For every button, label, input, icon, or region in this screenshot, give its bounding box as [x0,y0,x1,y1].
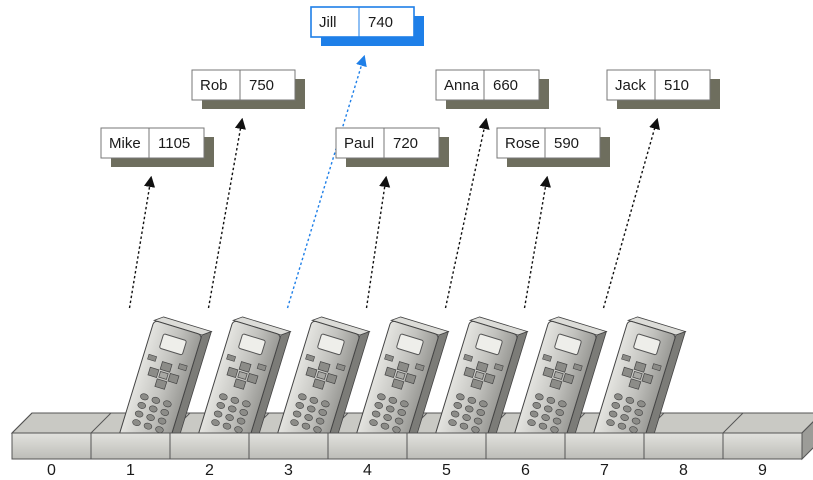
record-box [606,69,711,101]
record-value: 590 [554,135,579,152]
slot-label-5: 5 [442,462,451,479]
screen-icon [396,333,424,356]
record-value: 740 [368,14,393,31]
record-value: 750 [249,77,274,94]
record-box [100,127,205,159]
record-box [335,127,440,159]
record-mike: Mike 1105 [100,127,214,167]
slot-label-1: 1 [126,462,135,479]
slot-label-2: 2 [205,462,214,479]
arrow-jack [602,117,660,309]
record-box [191,69,296,101]
tray-divider [11,412,33,434]
slot-label-7: 7 [600,462,609,479]
record-name: Rob [200,77,228,94]
slot-label-0: 0 [47,462,56,479]
record-jill: Jill 740 [310,6,424,46]
arrows [128,54,660,309]
record-value: 510 [664,77,689,94]
arrow-paul [365,175,391,309]
handheld-device [355,316,450,453]
arrow-rob [207,117,246,309]
record-name: Jack [615,77,646,94]
devices [118,316,687,453]
record-value: 660 [493,77,518,94]
record-name: Paul [344,135,374,152]
tray-divider [722,412,744,434]
record-name: Mike [109,135,141,152]
tray-front [11,421,813,461]
record-value: 1105 [158,135,190,152]
screen-icon [317,333,345,356]
slot-label-6: 6 [521,462,530,479]
handheld-device [434,316,529,453]
record-rose: Rose 590 [496,127,610,167]
record-jack: Jack 510 [606,69,720,109]
screen-icon [633,333,661,356]
screen-icon [475,333,503,356]
record-paul: Paul 720 [335,127,449,167]
arrow-anna [444,117,490,309]
arrow-rose [523,175,551,309]
record-name: Jill [319,14,337,31]
arrow-mike [128,175,156,309]
screen-icon [238,333,266,356]
record-box [310,6,415,38]
record-anna: Anna 660 [435,69,549,109]
slot-label-3: 3 [284,462,293,479]
handheld-device [197,316,292,453]
slot-label-4: 4 [363,462,372,479]
tray-divider [90,412,112,434]
handheld-device [276,316,371,453]
handheld-device [513,316,608,453]
record-name: Rose [505,135,540,152]
screen-icon [554,333,582,356]
slot-label-8: 8 [679,462,688,479]
record-box [435,69,540,101]
handheld-device [592,316,687,453]
screen-icon [159,333,187,356]
record-box [496,127,601,159]
arrow-jill [286,54,367,309]
record-name: Anna [444,77,480,94]
record-value: 720 [393,135,418,152]
record-rob: Rob 750 [191,69,305,109]
slot-labels: 0 1 2 3 4 5 6 7 8 9 [47,462,767,479]
handheld-device [118,316,213,453]
slot-label-9: 9 [758,462,767,479]
